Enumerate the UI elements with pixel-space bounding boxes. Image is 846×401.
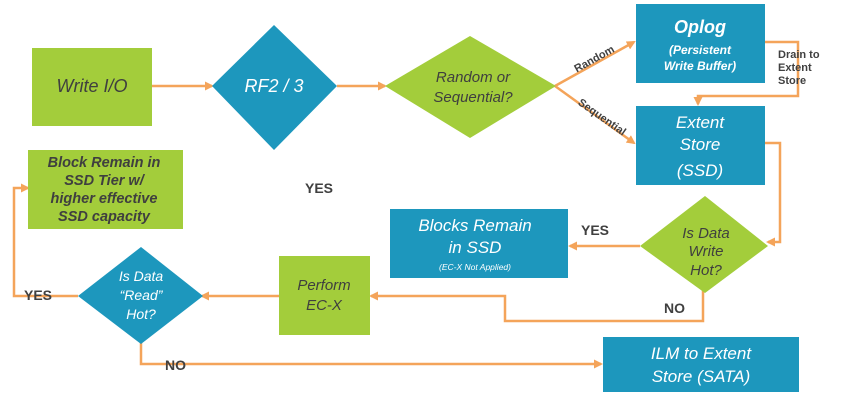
perform-ecx-line-2: EC-X <box>306 297 343 314</box>
write-hot-diamond: Is Data Write Hot? <box>640 196 768 293</box>
block-tier-line-2: SSD Tier w/ <box>64 173 145 189</box>
yes-write-hot-label: YES <box>581 222 609 238</box>
edge-extent-to-write-hot <box>765 141 782 247</box>
read-hot-diamond: Is Data “Read” Hot? <box>78 247 203 344</box>
blocks-ssd-line-1: Blocks Remain <box>418 216 531 235</box>
rf-diamond: RF2 / 3 <box>212 25 337 150</box>
drain-label-line-3: Store <box>778 75 806 87</box>
blocks-remain-ssd-box: Blocks Remain in SSD (EC-X Not Applied) <box>390 209 568 278</box>
random-seq-line-1: Random or <box>436 69 511 86</box>
oplog-sub-line-2: Write Buffer) <box>664 59 736 73</box>
ilm-line-2: Store (SATA) <box>652 367 751 386</box>
edge-random-to-oplog <box>554 40 636 88</box>
edge-write-hot-to-ecx <box>369 290 705 323</box>
oplog-title: Oplog <box>674 17 726 37</box>
write-hot-line-3: Hot? <box>690 262 722 279</box>
ilm-sata-box: ILM to Extent Store (SATA) <box>603 337 799 392</box>
random-seq-line-2: Sequential? <box>433 89 513 106</box>
blocks-ssd-note: (EC-X Not Applied) <box>439 262 511 272</box>
read-hot-line-1: Is Data <box>119 268 164 284</box>
block-tier-line-1: Block Remain in <box>48 155 161 171</box>
block-tier-line-4: SSD capacity <box>58 209 151 225</box>
random-edge-label: Random <box>572 43 616 75</box>
perform-ecx-box: Perform EC-X <box>279 256 370 335</box>
edges <box>12 40 800 369</box>
yes-top-label: YES <box>305 180 333 196</box>
write-hot-line-1: Is Data <box>682 225 730 242</box>
extent-store-ssd-box: Extent Store (SSD) <box>636 106 765 185</box>
block-ssd-tier-box: Block Remain in SSD Tier w/ higher effec… <box>28 150 183 229</box>
edge-oplog-drain-to-extent <box>693 40 800 106</box>
blocks-ssd-line-2: in SSD <box>449 238 502 257</box>
edge-read-hot-to-ilm <box>139 343 603 369</box>
oplog-box: Oplog (Persistent Write Buffer) <box>636 4 765 83</box>
edge-random-to-extent <box>554 84 636 145</box>
write-io-label: Write I/O <box>57 76 128 96</box>
write-hot-line-2: Write <box>689 243 724 260</box>
drain-label-line-2: Extent <box>778 62 812 74</box>
oplog-sub-line-1: (Persistent <box>669 43 732 57</box>
sequential-edge-label: Sequential <box>575 97 627 139</box>
no-write-hot-label: NO <box>664 300 685 316</box>
yes-read-hot-label: YES <box>24 287 52 303</box>
edge-read-hot-to-block-tier <box>12 183 78 298</box>
block-tier-line-3: higher effective <box>51 191 158 207</box>
write-io-box: Write I/O <box>32 48 152 126</box>
read-hot-line-2: “Read” <box>120 287 164 303</box>
perform-ecx-line-1: Perform <box>297 277 350 294</box>
rf-label: RF2 / 3 <box>244 76 303 96</box>
ilm-line-1: ILM to Extent <box>651 344 752 363</box>
extent-ssd-line-1: Extent <box>676 113 725 132</box>
read-hot-line-3: Hot? <box>126 306 156 322</box>
extent-ssd-line-2: Store <box>680 135 721 154</box>
extent-ssd-line-3: (SSD) <box>677 161 723 180</box>
drain-label-line-1: Drain to <box>778 49 820 61</box>
random-sequential-diamond: Random or Sequential? <box>385 36 556 138</box>
no-read-hot-label: NO <box>165 357 186 373</box>
